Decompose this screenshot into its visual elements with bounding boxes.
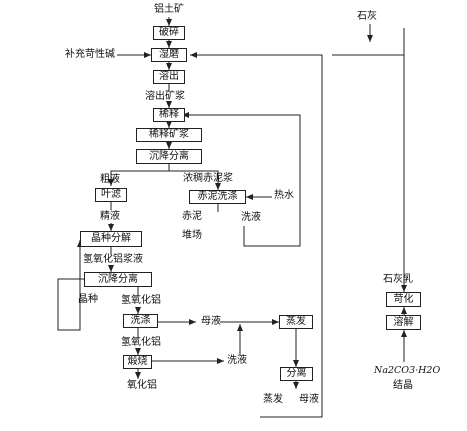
evaporate-out-label: 蒸发 xyxy=(263,394,283,405)
line-recycle-to-grind xyxy=(190,52,323,418)
thick-red-mud-slurry-label: 浓稠赤泥浆 xyxy=(183,173,233,184)
lime-label: 石灰 xyxy=(357,11,377,22)
line-split-right xyxy=(169,170,221,190)
wash-liquor-1-label: 洗液 xyxy=(241,212,261,223)
crude-liquor-label: 粗液 xyxy=(100,174,120,185)
crystal-decomposition-box: 晶种分解 xyxy=(80,231,142,247)
lime-milk-label: 石灰乳 xyxy=(383,274,413,285)
line-seed-recycle xyxy=(57,240,84,331)
bauxite-label: 铝土矿 xyxy=(154,4,184,15)
aluminum-hydroxide-1-label: 氢氧化铝 xyxy=(121,295,161,306)
dissolved-slurry-label: 溶出矿浆 xyxy=(145,91,185,102)
settle-separate-1-box: 沉降分离 xyxy=(136,149,202,164)
red-mud-label: 赤泥 xyxy=(182,211,202,222)
hot-water-label: 热水 xyxy=(274,190,294,201)
settle-separate-2-box: 沉降分离 xyxy=(84,272,152,287)
line-split-left xyxy=(108,164,170,186)
calcine-box: 煅烧 xyxy=(123,355,152,369)
makeup-caustic-label: 补充苛性碱 xyxy=(65,49,115,60)
leaf-filter-box: 叶滤 xyxy=(95,188,127,202)
stockpile-label: 堆场 xyxy=(182,230,202,241)
red-mud-wash-box: 赤泥洗涤 xyxy=(189,190,246,204)
causticize-box: 苛化 xyxy=(386,292,421,307)
fine-liquor-label: 精液 xyxy=(100,211,120,222)
redissolve-box: 溶解 xyxy=(386,315,421,330)
soda-crystal-formula-label: Na2CO3·H2O xyxy=(374,365,441,376)
wash-liquor-2-label: 洗液 xyxy=(227,355,247,366)
aluminum-hydroxide-2-label: 氢氧化铝 xyxy=(121,337,161,348)
dilute-box: 稀释 xyxy=(153,108,185,122)
crystal-label: 结晶 xyxy=(393,380,413,391)
dissolve-box: 溶出 xyxy=(153,70,185,84)
wash-box: 洗涤 xyxy=(123,314,158,328)
seed-label: 晶种 xyxy=(78,294,98,305)
mother-liquor-2-label: 母液 xyxy=(299,394,319,405)
crush-box: 破碎 xyxy=(153,26,185,40)
evaporate-box: 蒸发 xyxy=(279,315,313,329)
dilute-slurry-box: 稀释矿浆 xyxy=(136,128,202,142)
mother-liquor-label: 母液 xyxy=(201,316,221,327)
aluminum-hydroxide-slurry-label: 氢氧化铝浆液 xyxy=(83,254,143,265)
separate-box: 分离 xyxy=(280,367,313,381)
line-wash-liquor-loop xyxy=(182,112,301,247)
alumina-label: 氧化铝 xyxy=(127,380,157,391)
wet-grind-box: 湿磨 xyxy=(151,48,187,62)
